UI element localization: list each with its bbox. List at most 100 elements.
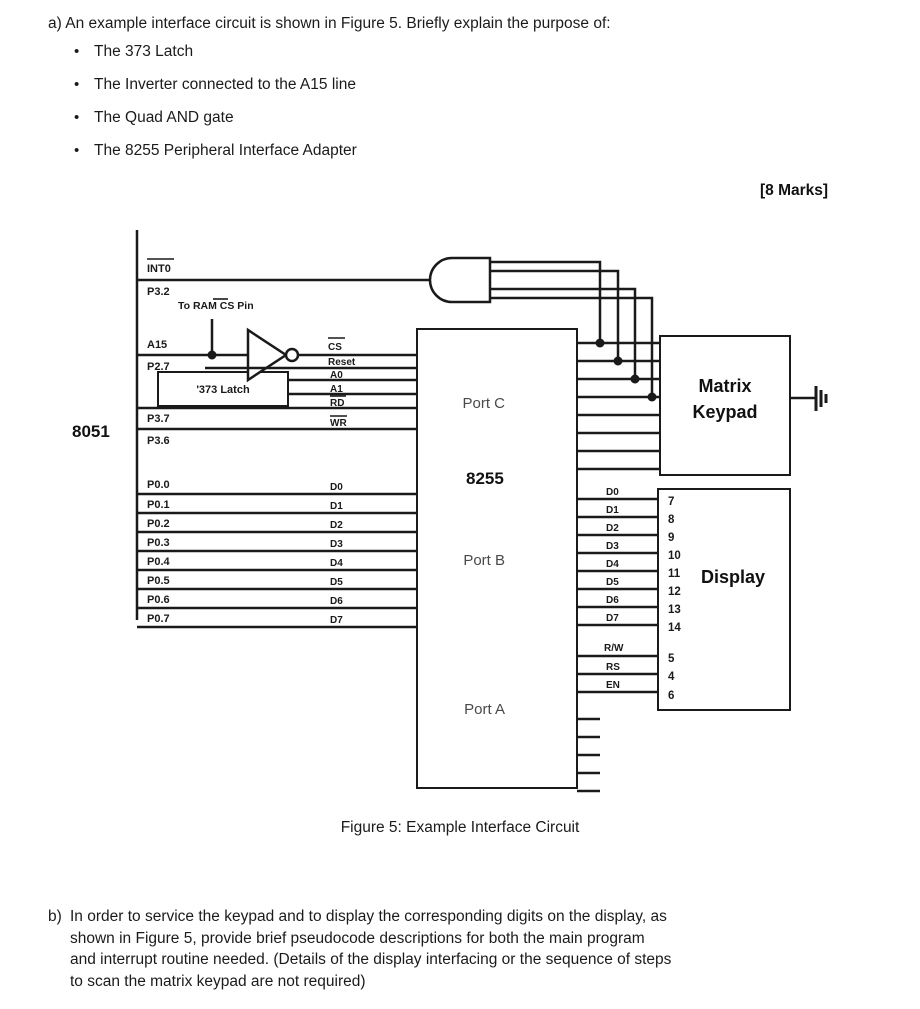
display-control-label-en: EN	[606, 680, 620, 691]
mcu-pin-label-p37: P3.7	[147, 413, 170, 425]
junction-dot-icon	[613, 356, 623, 366]
and-input-wire-1	[490, 269, 620, 361]
question-b-label: b)	[48, 908, 62, 925]
display-pinnum-14: 14	[668, 622, 681, 634]
display-pinnum-5: 5	[668, 653, 675, 665]
display-data-label-d3: D3	[606, 541, 619, 552]
matrix-keypad-label-line1: Matrix	[698, 376, 751, 396]
and-input-wire-3	[490, 296, 654, 397]
question-b-line4: to scan the matrix keypad are not requir…	[70, 972, 366, 990]
latch-373-label: '373 Latch	[196, 384, 250, 396]
display-data-label-d5: D5	[606, 577, 619, 588]
display-data-label-d7: D7	[606, 613, 619, 624]
mcu-pin-label-p02: P0.2	[147, 518, 170, 530]
bullet-dot-icon: •	[74, 142, 80, 159]
ram-cs-note: To RAM CS Pin	[178, 300, 254, 312]
figure-caption: Figure 5: Example Interface Circuit	[340, 819, 580, 836]
list-item: • The Inverter connected to the A15 line	[48, 75, 878, 95]
display-control-label-rw: R/W	[604, 643, 624, 654]
pia-data-label-d7: D7	[330, 615, 343, 626]
bullet-dot-icon: •	[74, 43, 80, 60]
mcu-pin-label-p00: P0.0	[147, 479, 170, 491]
matrix-keypad-label-line2: Keypad	[692, 402, 757, 422]
bullet-dot-icon: •	[74, 76, 80, 93]
pia-pin-label-rd: RD	[330, 398, 344, 409]
port-c-label: Port C	[462, 395, 505, 412]
display-pinnum-13: 13	[668, 604, 681, 616]
display-data-label-d6: D6	[606, 595, 619, 606]
question-a-lead: a) An example interface circuit is shown…	[48, 15, 611, 32]
pia-data-label-d4: D4	[330, 558, 343, 569]
junction-dot-icon	[207, 350, 217, 360]
display-pinnum-11: 11	[668, 568, 681, 580]
pia-data-label-d6: D6	[330, 596, 343, 607]
mcu-pin-label-int0: INT0	[147, 263, 171, 275]
display-pinnum-6: 6	[668, 690, 674, 702]
pia-pin-label-a1: A1	[330, 384, 343, 395]
bullet-dot-icon: •	[74, 109, 80, 126]
display-pinnum-8: 8	[668, 514, 675, 526]
question-b-line2: shown in Figure 5, provide brief pseudoc…	[70, 929, 645, 947]
bullet-text: The 373 Latch	[94, 43, 194, 60]
bullet-text: The 8255 Peripheral Interface Adapter	[94, 142, 357, 159]
list-item: • The 373 Latch	[48, 42, 878, 62]
mcu-pin-label-p36: P3.6	[147, 435, 170, 447]
matrix-keypad-box	[659, 335, 791, 476]
question-b-body: In order to service the keypad and to di…	[48, 906, 866, 992]
figure-5-circuit-diagram: 8051 8255 Port C Port B Port A Matrix Ke…	[0, 222, 920, 807]
quad-and-gate-icon	[137, 256, 492, 304]
pia-8255-label: 8255	[466, 469, 504, 488]
list-item: • The 8255 Peripheral Interface Adapter	[48, 141, 878, 161]
and-input-wire-0	[490, 260, 602, 343]
port-a-label: Port A	[464, 701, 505, 718]
pia-8255-box	[416, 328, 578, 789]
display-label: Display	[701, 567, 765, 587]
display-data-label-d2: D2	[606, 523, 619, 534]
mcu-pin-label-p03: P0.3	[147, 537, 170, 549]
mcu-pin-label-p32: P3.2	[147, 286, 170, 298]
bullet-text: The Inverter connected to the A15 line	[94, 76, 356, 93]
mcu-pin-label-p04: P0.4	[147, 556, 171, 568]
display-pinnum-4: 4	[668, 671, 675, 683]
mcu-pin-label-p27: P2.7	[147, 361, 170, 373]
question-a-bullet-list: • The 373 Latch • The Inverter connected t…	[48, 42, 878, 161]
display-data-label-d1: D1	[606, 505, 619, 516]
junction-dot-icon	[647, 392, 657, 402]
junction-dot-icon	[595, 338, 605, 348]
pia-data-label-d2: D2	[330, 520, 343, 531]
pia-data-label-d0: D0	[330, 482, 343, 493]
marks-annotation: [8 Marks]	[760, 182, 829, 199]
display-box	[657, 488, 791, 711]
ground-symbol-icon	[790, 386, 828, 411]
pia-data-label-d1: D1	[330, 501, 343, 512]
pia-pin-label-reset: Reset	[328, 357, 356, 368]
pia-data-label-d5: D5	[330, 577, 343, 588]
port-b-label: Port B	[463, 552, 505, 569]
bullet-text: The Quad AND gate	[94, 109, 234, 126]
display-pinnum-10: 10	[668, 550, 681, 562]
mcu-pin-label-p01: P0.1	[147, 499, 170, 511]
pia-pin-label-cs: CS	[328, 342, 342, 353]
and-input-wire-2	[490, 287, 637, 379]
pia-data-label-d3: D3	[330, 539, 343, 550]
mcu-8051-label: 8051	[72, 422, 110, 441]
pia-pin-label-wr: WR	[330, 418, 347, 429]
mcu-pin-label-p06: P0.6	[147, 594, 170, 606]
latch-373-box	[157, 371, 289, 407]
mcu-pin-label-p07: P0.7	[147, 613, 170, 625]
junction-dot-icon	[630, 374, 640, 384]
display-pinnum-7: 7	[668, 496, 674, 508]
mcu-pin-label-p05: P0.5	[147, 575, 170, 587]
pia-pin-label-a0: A0	[330, 370, 343, 381]
mcu-pin-label-a15: A15	[147, 339, 167, 351]
question-b-line1: In order to service the keypad and to di…	[70, 908, 667, 925]
question-b-line3: and interrupt routine needed. (Details o…	[70, 951, 672, 968]
question-b-block: b) In order to service the keypad and to…	[48, 906, 866, 992]
question-a-block: a) An example interface circuit is shown…	[48, 14, 878, 174]
display-pinnum-9: 9	[668, 532, 674, 544]
display-data-label-d0: D0	[606, 487, 619, 498]
display-data-label-d4: D4	[606, 559, 619, 570]
list-item: • The Quad AND gate	[48, 108, 878, 128]
display-control-label-rs: RS	[606, 662, 620, 673]
display-pinnum-12: 12	[668, 586, 681, 598]
